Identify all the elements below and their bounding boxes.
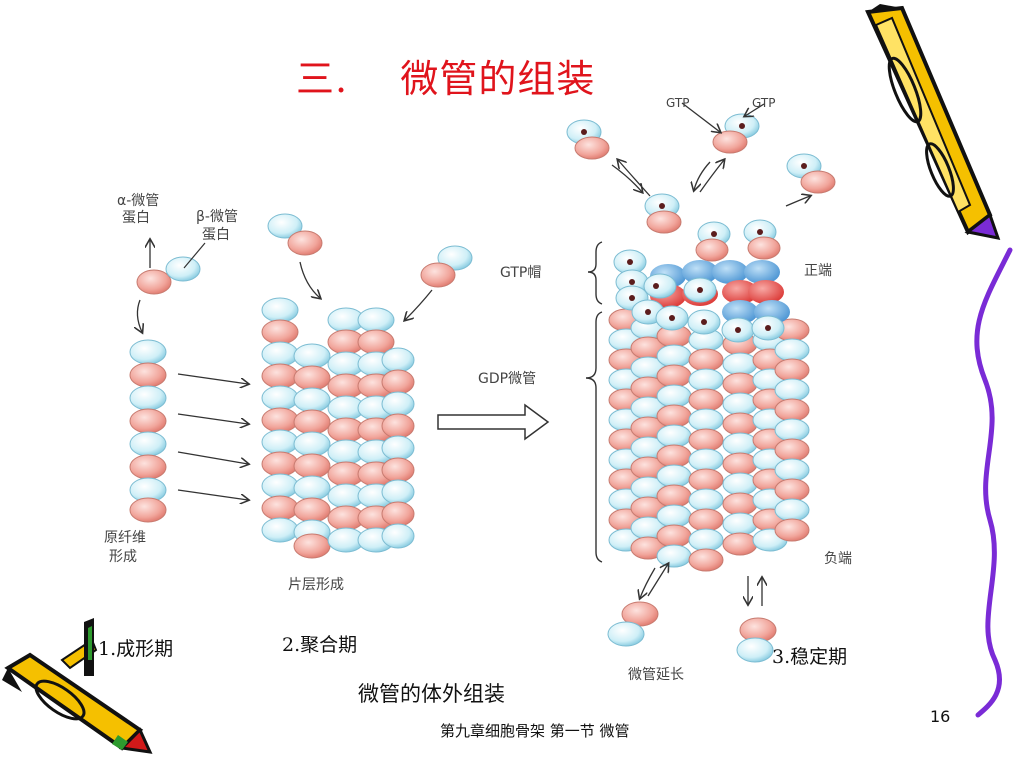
bottom-dimers [607, 601, 777, 663]
slide-title: 三. 微管的组装 [296, 57, 596, 101]
tubulin-subunit [722, 392, 758, 416]
protofilament-label: 原纤维 [104, 530, 146, 546]
protofilament-column [129, 339, 167, 523]
page-number: 16 [930, 707, 951, 726]
tubulin-subunit [656, 384, 692, 408]
gtp-cap-bracket [587, 241, 603, 305]
tubulin-subunit [722, 492, 758, 516]
tubulin-subunit [688, 408, 724, 432]
sheet-columns [261, 297, 415, 559]
gtp-tops [613, 219, 785, 343]
tubulin-subunit [774, 438, 810, 462]
tubulin-subunit [722, 532, 758, 556]
tubulin-subunit [688, 448, 724, 472]
assembly-arrows [137, 240, 433, 500]
tubulin-subunit [656, 344, 692, 368]
tubulin-subunit [688, 528, 724, 552]
tubulin-subunit [722, 472, 758, 496]
gdp-bracket [585, 311, 603, 563]
tubulin-subunit [688, 388, 724, 412]
tubulin-subunit [774, 458, 810, 482]
footer-text: 第九章细胞骨架 第一节 微管 [440, 722, 630, 740]
stage-3-label: 3.稳定期 [772, 646, 848, 668]
tubulin-subunit [688, 368, 724, 392]
elongation-label: 微管延长 [628, 667, 684, 683]
tubulin-subunit [722, 512, 758, 536]
top-dimers [566, 113, 836, 234]
tubulin-subunit [774, 398, 810, 422]
tubulin-subunit [688, 488, 724, 512]
tubulin-subunit [774, 478, 810, 502]
gtp-cap-label: GTP帽 [500, 265, 542, 281]
alpha-tubulin-label: α-微管 [117, 193, 160, 209]
big-transition-arrow [437, 403, 550, 441]
protofilament-label-2: 形成 [109, 549, 137, 565]
tubulin-subunit [774, 378, 810, 402]
tubulin-subunit [656, 484, 692, 508]
gdp-microtubule-label: GDP微管 [478, 371, 537, 387]
figure-caption: 微管的体外组装 [358, 682, 505, 706]
tubulin-subunit [688, 548, 724, 572]
tubulin-subunit [656, 424, 692, 448]
tubulin-subunit [656, 524, 692, 548]
tubulin-subunit [656, 404, 692, 428]
tubulin-subunit [774, 518, 810, 542]
bullet-pencil-icon [60, 618, 98, 676]
plus-end-label: 正端 [804, 263, 832, 279]
alpha-tubulin-label-2: 蛋白 [122, 210, 150, 226]
exchange-arrows [611, 102, 810, 606]
purple-wavy-line [974, 247, 1013, 718]
stage-2-label: 2.聚合期 [282, 634, 358, 656]
minus-end-label: 负端 [824, 551, 852, 567]
free-dimers [136, 213, 473, 295]
tubulin-subunit [722, 372, 758, 396]
tubulin-subunit [774, 418, 810, 442]
tubulin-subunit [722, 432, 758, 456]
tubulin-subunit [688, 428, 724, 452]
tubulin-subunit [688, 508, 724, 532]
tubulin-subunit [656, 464, 692, 488]
tubulin-subunit [656, 444, 692, 468]
tubulin-subunit [722, 452, 758, 476]
gtp-label-right: GTP [752, 96, 776, 110]
tubulin-subunit [656, 544, 692, 568]
tubulin-subunit [774, 358, 810, 382]
sheet-formation-label: 片层形成 [288, 577, 344, 593]
tubulin-subunit [688, 348, 724, 372]
stage-1-label: 1.成形期 [98, 638, 174, 660]
tubulin-subunit [774, 498, 810, 522]
tubulin-subunit [722, 352, 758, 376]
beta-tubulin-label-2: 蛋白 [202, 227, 230, 243]
tubulin-subunit [656, 504, 692, 528]
microtubule-body [608, 308, 810, 572]
beta-tubulin-label: β-微管 [196, 209, 238, 225]
tubulin-subunit [688, 468, 724, 492]
tubulin-subunit [656, 364, 692, 388]
gtp-label-left: GTP [666, 96, 690, 110]
pencil-bottom-left-icon [2, 652, 153, 754]
tubulin-subunit [774, 338, 810, 362]
pencil-top-right-icon [865, 4, 1001, 240]
tubulin-subunit [722, 412, 758, 436]
